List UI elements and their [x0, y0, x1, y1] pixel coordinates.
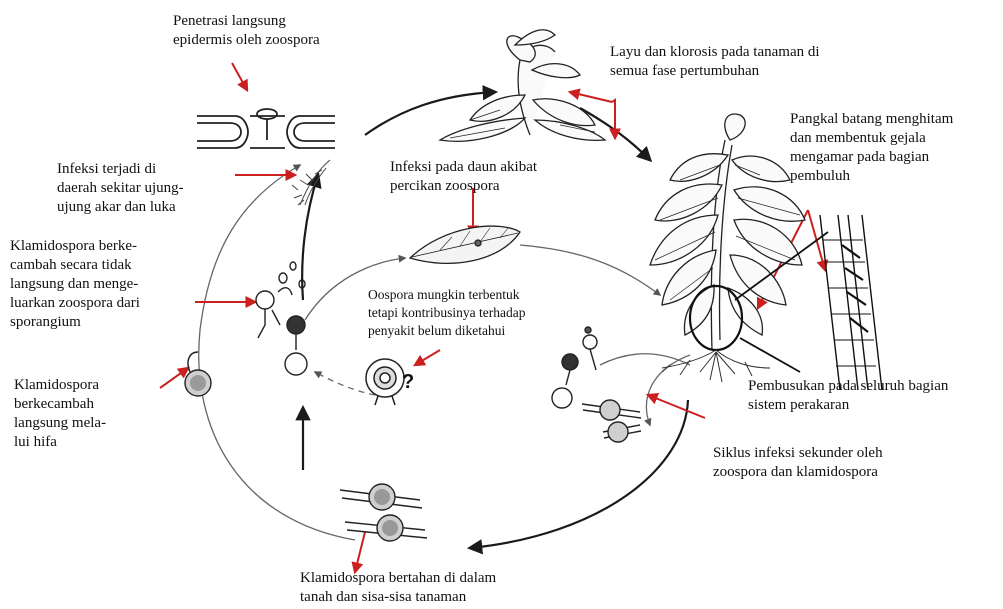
- red-arrow-wilt-bracket: [612, 100, 615, 138]
- label-chlamydospore-survival: Klamidospora bertahan di dalam tanah dan…: [300, 569, 496, 607]
- question-mark: ?: [402, 373, 414, 392]
- chlamydospore-direct: [185, 352, 211, 396]
- label-direct-germination: Klamidospora berkecambah langsung mela- …: [14, 376, 106, 452]
- label-direct-penetration: Penetrasi langsung epidermis oleh zoospo…: [173, 12, 320, 50]
- red-arrow-secondary: [648, 395, 705, 418]
- red-arrow-wilt-left: [570, 92, 612, 102]
- label-indirect-germination: Klamidospora berke- cambah secara tidak …: [10, 237, 140, 332]
- tobacco-plant-large: [650, 114, 805, 350]
- red-arrow-direct-germ: [160, 368, 188, 388]
- secondary-cycle-spores: [552, 327, 641, 442]
- chlamydospore-dark: [285, 316, 307, 375]
- label-wilting-chlorosis: Layu dan klorosis pada tanaman di semua …: [610, 43, 820, 81]
- red-arrow-penetration: [232, 63, 247, 90]
- oospore: [366, 359, 404, 405]
- thin-arrow-leaf-to-plant: [520, 245, 660, 295]
- label-stem-base-blackening: Pangkal batang menghitam dan membentuk g…: [790, 110, 953, 186]
- thin-arrows: [199, 165, 690, 540]
- cycle-arrow-bottom-right: [470, 400, 688, 548]
- soil-chlamydospores: [340, 484, 427, 541]
- vascular-vessel-detail: [820, 215, 882, 390]
- label-secondary-cycle: Siklus infeksi sekunder oleh zoospora da…: [713, 444, 883, 482]
- root-rot-pointer: [740, 338, 800, 372]
- epidermis-penetration-sketch: [197, 109, 335, 148]
- label-leaf-infection: Infeksi pada daun akibat percikan zoospo…: [390, 158, 537, 196]
- thin-arrow-roots-secondary: [600, 354, 690, 365]
- red-arrow-survive: [355, 532, 365, 572]
- tobacco-plant-wilted: [440, 30, 605, 141]
- red-arrow-oospore: [415, 350, 440, 365]
- label-oospore: Oospora mungkin terbentuk tetapi kontrib…: [368, 286, 525, 340]
- thin-arrow-secondary-cycle: [646, 355, 690, 425]
- label-root-infection: Infeksi terjadi di daerah sekitar ujung-…: [57, 160, 184, 217]
- thin-arrow-left-cycle: [199, 165, 355, 540]
- label-root-rot: Pembusukan pada seluruh bagian sistem pe…: [748, 377, 948, 415]
- infected-leaf: [410, 226, 520, 263]
